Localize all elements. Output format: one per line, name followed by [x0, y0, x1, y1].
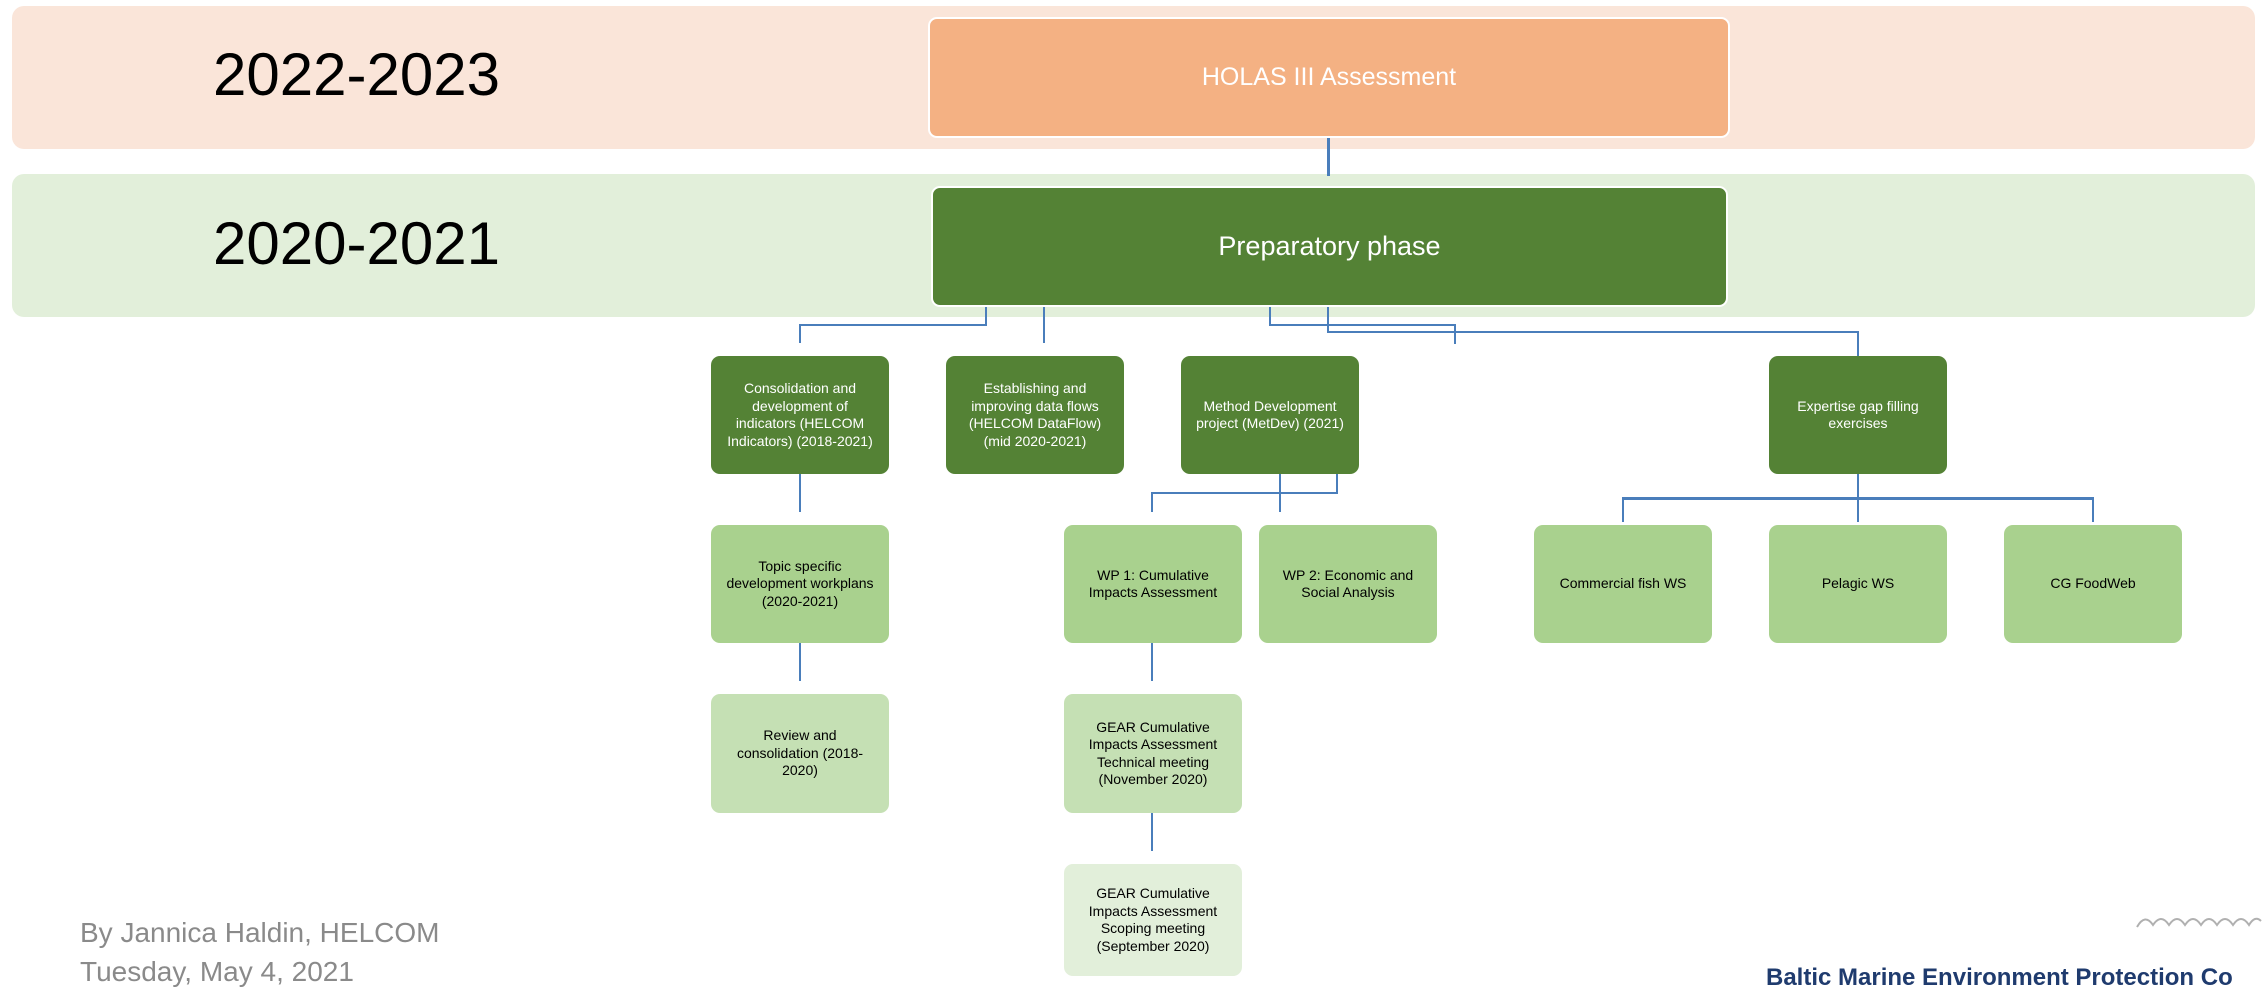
wp2-node: WP 2: Economic and Social Analysis — [1259, 525, 1437, 643]
organization-name: Baltic Marine Environment Protection Co — [1766, 964, 2233, 991]
period-label-2022-2023: 2022-2023 — [213, 41, 500, 108]
pelagic-node: Pelagic WS — [1769, 525, 1947, 643]
preparatory-phase-node: Preparatory phase — [931, 186, 1728, 307]
wp1-node: WP 1: Cumulative Impacts Assessment — [1064, 525, 1242, 643]
connector-metdev-wp2 — [1279, 474, 1281, 512]
connector-metdev-h — [1151, 492, 1338, 494]
review-node: Review and consolidation (2018-2020) — [711, 694, 889, 813]
connector-expertise-pelagic — [1857, 497, 1859, 522]
connector-prep-dataflow — [1043, 307, 1045, 343]
connector-prep-indicators-v — [799, 324, 801, 343]
connector-expertise-v — [1857, 474, 1859, 498]
connector-prep-metdev-v — [1454, 324, 1456, 344]
connector-prep-expertise-h — [1327, 331, 1859, 333]
gear-technical-node: GEAR Cumulative Impacts Assessment Techn… — [1064, 694, 1242, 813]
connector-prep-expertise-v — [1857, 331, 1859, 357]
connector-indicators-workplans — [799, 474, 801, 512]
period-label-2020-2021: 2020-2021 — [213, 210, 500, 277]
connector-expertise-foodweb — [2092, 497, 2094, 522]
connector-workplans-review — [799, 643, 801, 681]
commercial-fish-node: Commercial fish WS — [1534, 525, 1712, 643]
wave-logo-icon — [2136, 917, 2262, 928]
connector-gear-technical-scoping — [1151, 813, 1153, 851]
author-text: By Jannica Haldin, HELCOM — [80, 917, 440, 948]
connector-prep-indicators-h — [799, 324, 987, 326]
expertise-node: Expertise gap filling exercises — [1769, 356, 1947, 474]
date-text: Tuesday, May 4, 2021 — [80, 956, 354, 987]
connector-prep-indicators — [985, 307, 987, 325]
holas-iii-assessment-node: HOLAS III Assessment — [928, 17, 1730, 138]
metdev-node: Method Development project (MetDev) (202… — [1181, 356, 1359, 474]
connector-holas-prep — [1327, 138, 1330, 176]
connector-prep-expertise — [1327, 307, 1329, 332]
connector-prep-metdev — [1269, 307, 1271, 325]
connector-prep-metdev-h — [1269, 324, 1456, 326]
connector-metdev-v — [1336, 474, 1338, 492]
indicators-node: Consolidation and development of indicat… — [711, 356, 889, 474]
connector-metdev-wp1 — [1151, 492, 1153, 512]
gear-scoping-node: GEAR Cumulative Impacts Assessment Scopi… — [1064, 864, 1242, 976]
workplans-node: Topic specific development workplans (20… — [711, 525, 889, 643]
foodweb-node: CG FoodWeb — [2004, 525, 2182, 643]
connector-expertise-commercial — [1622, 497, 1624, 522]
dataflow-node: Establishing and improving data flows (H… — [946, 356, 1124, 474]
connector-wp1-gear-technical — [1151, 643, 1153, 681]
